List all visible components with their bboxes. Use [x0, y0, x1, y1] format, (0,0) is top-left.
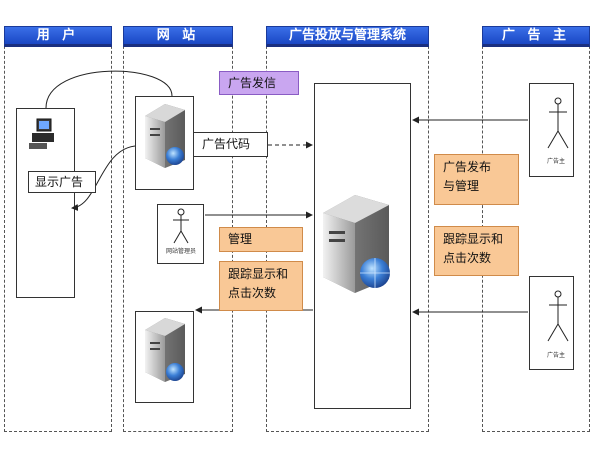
server-icon-bottom	[145, 318, 185, 382]
site-manager-actor-icon	[173, 208, 189, 244]
user-box	[16, 108, 75, 298]
show-ad-curve	[71, 145, 136, 212]
advertiser-bottom-actor-icon	[547, 290, 569, 342]
lane-header-system: 广告投放与管理系统	[266, 26, 429, 47]
advertiser-top-actor-icon	[547, 97, 569, 149]
track-left-label-line1: 跟踪显示和	[228, 267, 289, 281]
advertiser-box-bottom	[529, 276, 574, 370]
publish-label: 广告发布 与管理	[434, 154, 519, 205]
ad-send-label: 广告发信	[219, 71, 299, 95]
advertiser-box-top	[529, 83, 574, 177]
lane-header-user: 用 户	[4, 26, 112, 47]
lane-system-foot	[266, 431, 429, 433]
lane-user-foot	[4, 431, 112, 433]
server-icon-system	[323, 195, 390, 293]
manage-label: 管理	[219, 227, 303, 252]
publish-label-line2: 与管理	[443, 179, 480, 193]
lane-advertiser-foot	[482, 431, 590, 433]
user-to-website-curve	[45, 70, 173, 109]
show-ad-label: 显示广告	[28, 171, 96, 193]
site-manager-box	[157, 204, 204, 264]
lane-user	[4, 26, 112, 432]
site-manager-caption: 网站管理员	[166, 247, 196, 255]
ad-code-label: 广告代码	[193, 132, 268, 157]
track-left-label-line2: 点击次数	[228, 286, 277, 300]
advertiser-top-caption: 广告主	[547, 157, 565, 165]
computer-icon	[29, 118, 54, 149]
server-icon-top	[145, 104, 185, 168]
lane-header-advertiser: 广 告 主	[482, 26, 590, 47]
lane-header-website: 网 站	[123, 26, 233, 47]
lane-website-foot	[123, 431, 233, 433]
track-left-label: 跟踪显示和 点击次数	[219, 261, 303, 311]
track-right-label-line2: 点击次数	[443, 251, 492, 265]
track-right-label: 跟踪显示和 点击次数	[434, 226, 519, 276]
publish-label-line1: 广告发布	[443, 160, 492, 174]
track-right-label-line1: 跟踪显示和	[443, 232, 504, 246]
advertiser-bottom-caption: 广告主	[547, 351, 565, 359]
